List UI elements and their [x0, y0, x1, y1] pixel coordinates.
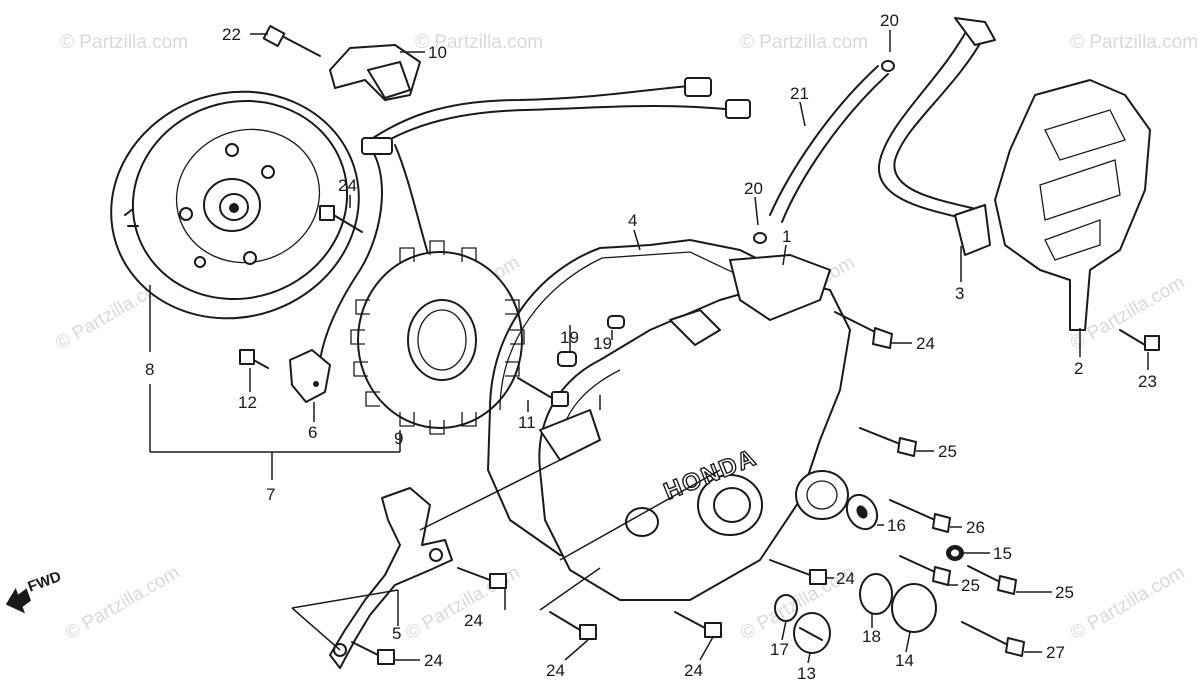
callout-8: 8	[145, 360, 154, 379]
dowel-pins	[557, 315, 625, 367]
callout-9: 9	[394, 429, 403, 448]
callout-14: 14	[895, 651, 914, 670]
bolt-24-cover-top	[834, 311, 893, 349]
callout-5: 5	[392, 624, 401, 643]
bolt-24-stator	[319, 205, 363, 233]
bolt-23	[1119, 329, 1160, 351]
bolt-12	[239, 349, 269, 369]
callout-24: 24	[916, 334, 935, 353]
callout-labels: 22 10 20 21 20 24 4 1 3 24 2 23 8 12 6 9…	[145, 11, 1157, 683]
callout-24: 24	[684, 661, 703, 680]
o-ring-18	[859, 573, 893, 615]
callout-18: 18	[862, 627, 881, 646]
callout-22: 22	[222, 25, 241, 44]
callout-24: 24	[424, 651, 443, 670]
callout-1: 1	[782, 227, 791, 246]
callout-19: 19	[593, 334, 612, 353]
callout-10: 10	[428, 43, 447, 62]
wire-harness	[319, 77, 751, 361]
bolt-25-right	[967, 565, 1017, 595]
callout-24: 24	[836, 569, 855, 588]
callout-19: 19	[560, 328, 579, 347]
leader-lines	[149, 30, 1149, 664]
callout-24: 24	[338, 176, 357, 195]
callout-27: 27	[1046, 643, 1065, 662]
callout-11: 11	[518, 413, 536, 432]
callout-21: 21	[790, 84, 809, 103]
bolt-22	[262, 25, 321, 57]
watermark: © Partzilla.com	[62, 562, 183, 644]
bolt-24-cover-right	[769, 559, 827, 585]
callout-25: 25	[961, 576, 980, 595]
callout-12: 12	[238, 393, 257, 412]
cap-13	[793, 612, 831, 654]
callout-20: 20	[880, 11, 899, 30]
oil-seal-16	[845, 493, 879, 531]
lower-bracket	[329, 487, 453, 669]
breather-tube	[753, 60, 895, 244]
callout-6: 6	[308, 423, 317, 442]
sprocket-cover	[994, 79, 1151, 331]
cap-14	[891, 583, 937, 633]
watermark: © Partzilla.com	[60, 32, 188, 53]
callout-26: 26	[966, 518, 985, 537]
bolt-25-mid	[899, 555, 951, 586]
forward-direction-marker: FWD	[5, 568, 64, 614]
callout-24: 24	[464, 611, 483, 630]
callout-2: 2	[1074, 359, 1083, 378]
pulse-generator	[289, 349, 331, 403]
bolt-27	[961, 621, 1025, 657]
stator	[350, 240, 525, 435]
bolt-24-bracket	[457, 567, 507, 589]
callout-17: 17	[770, 640, 789, 659]
watermark: © Partzilla.com	[1070, 32, 1198, 53]
bolt-24-bottom-left	[351, 641, 395, 665]
bolt-24-bottom-right	[674, 611, 722, 638]
wire-guide	[877, 17, 996, 256]
bolt-25-top	[859, 427, 917, 457]
bolt-26	[889, 499, 951, 533]
watermark: © Partzilla.com	[415, 32, 543, 53]
callout-25: 25	[1055, 583, 1074, 602]
callout-23: 23	[1138, 372, 1157, 391]
callout-15: 15	[993, 544, 1012, 563]
fwd-label: FWD	[26, 568, 64, 596]
callout-20: 20	[744, 179, 763, 198]
callout-16: 16	[887, 516, 906, 535]
watermark: © Partzilla.com	[740, 32, 868, 53]
callout-25: 25	[938, 442, 957, 461]
callout-4: 4	[628, 211, 637, 230]
arrow-left-icon	[5, 588, 31, 614]
wire-clamp-bracket	[329, 44, 421, 101]
flywheel-rotor	[110, 90, 360, 320]
left-crankcase-cover: HONDA	[538, 254, 851, 601]
callout-24: 24	[546, 661, 565, 680]
callout-13: 13	[797, 664, 816, 683]
watermark: © Partzilla.com	[1067, 562, 1188, 644]
callout-7: 7	[266, 485, 275, 504]
bolt-24-bottom-mid	[549, 611, 597, 640]
callout-3: 3	[955, 284, 964, 303]
bolt-11	[517, 377, 569, 407]
washer-15	[946, 545, 964, 561]
